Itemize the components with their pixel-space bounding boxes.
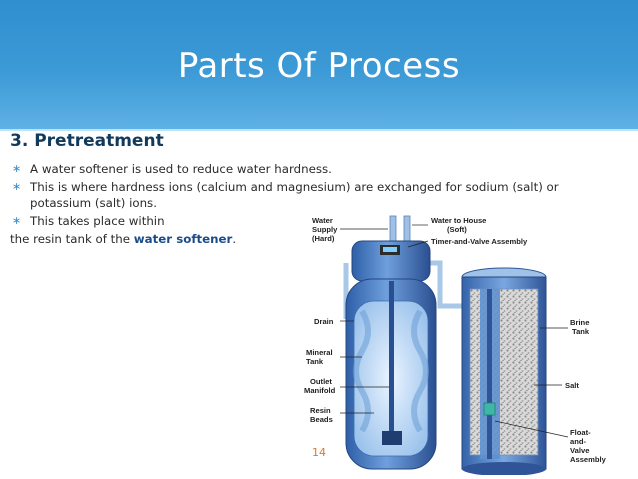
water-softener-diagram: Water Supply (Hard) Water to House (Soft… [304, 215, 607, 475]
mineral-tank [345, 240, 437, 470]
svg-text:Mineral: Mineral [306, 348, 333, 357]
bullet-text: A water softener is used to reduce water… [30, 162, 332, 176]
svg-text:Timer-and-Valve Assembly: Timer-and-Valve Assembly [431, 237, 528, 246]
continuation-suffix: . [232, 232, 237, 246]
svg-text:(Hard): (Hard) [312, 234, 335, 243]
bullet-item: ∗ A water softener is used to reduce wat… [10, 161, 610, 177]
bullet-continuation: the resin tank of the water softener. [10, 231, 610, 247]
svg-text:Resin: Resin [310, 406, 331, 415]
page-number: 14 [312, 446, 326, 459]
svg-text:Supply: Supply [312, 225, 338, 234]
brine-tank [461, 267, 547, 475]
svg-text:Float-: Float- [570, 428, 591, 437]
supply-pipes [389, 215, 411, 243]
title-banner: Parts Of Process [0, 0, 638, 131]
svg-text:Salt: Salt [565, 381, 579, 390]
bullet-item: ∗ This is where hardness ions (calcium a… [10, 179, 610, 211]
svg-text:Beads: Beads [310, 415, 333, 424]
svg-text:and-: and- [570, 437, 587, 446]
svg-text:Water to House: Water to House [431, 216, 486, 225]
bullet-list: ∗ A water softener is used to reduce wat… [10, 161, 610, 247]
svg-text:Assembly: Assembly [570, 455, 607, 464]
slide-title: Parts Of Process [177, 46, 461, 86]
section-heading: 3. Pretreatment [10, 131, 164, 151]
svg-text:Brine: Brine [570, 318, 589, 327]
bullet-text: This takes place within [30, 214, 165, 228]
svg-text:Outlet: Outlet [310, 377, 332, 386]
bullet-text: This is where hardness ions (calcium and… [30, 180, 559, 210]
svg-text:(Soft): (Soft) [447, 225, 467, 234]
svg-text:Tank: Tank [572, 327, 590, 336]
svg-text:Manifold: Manifold [304, 386, 336, 395]
svg-text:Valve: Valve [570, 446, 589, 455]
svg-text:Drain: Drain [314, 317, 334, 326]
bullet-marker-icon: ∗ [12, 214, 22, 227]
diagram-labels: Water Supply (Hard) Water to House (Soft… [304, 216, 607, 464]
svg-text:Tank: Tank [306, 357, 324, 366]
svg-text:Water: Water [312, 216, 333, 225]
continuation-text: the resin tank of the [10, 232, 134, 246]
bullet-marker-icon: ∗ [12, 162, 22, 175]
bullet-marker-icon: ∗ [12, 180, 22, 193]
bullet-item: ∗ This takes place within [10, 213, 610, 229]
highlight-text: water softener [133, 232, 233, 246]
